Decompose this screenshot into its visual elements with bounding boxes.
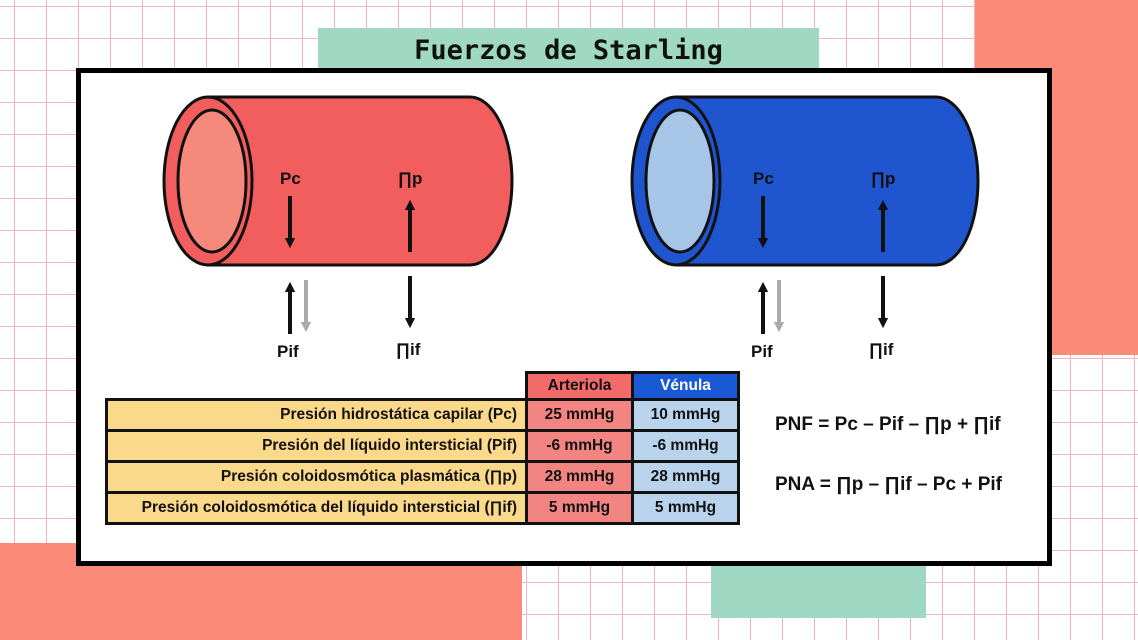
row-param: Presión coloidosmótica plasmática (∏p) (105, 460, 528, 494)
table-row: Presión coloidosmótica del líquido inter… (105, 491, 740, 525)
table-row: Presión del líquido intersticial (Pif) -… (105, 429, 740, 463)
venule-arrows (757, 196, 889, 334)
arteriole-body (206, 95, 514, 267)
title-bar (318, 28, 819, 70)
mint-block-bottom (711, 560, 926, 618)
row-param: Presión hidrostática capilar (Pc) (105, 398, 528, 432)
arteriole-pif-label: Pif (277, 342, 299, 361)
arteriole-pc-label: Pc (280, 169, 301, 188)
arteriole-arrows (284, 196, 416, 334)
row-param: Presión coloidosmótica del líquido inter… (105, 491, 528, 525)
arteriole-pip-label: ∏p (398, 169, 423, 188)
venule-body (674, 95, 980, 267)
row-arteriola-value: 25 mmHg (525, 398, 634, 432)
row-venula-value: -6 mmHg (631, 429, 740, 463)
row-arteriola-value: 5 mmHg (525, 491, 634, 525)
pnf-formula: PNF = Pc – Pif – ∏p + ∏if (775, 414, 1001, 435)
page-title: Fuerzos de Starling (414, 34, 723, 66)
table-row: Presión coloidosmótica plasmática (∏p) 2… (105, 460, 740, 494)
header-arteriola: Arteriola (525, 371, 634, 401)
venule-cylinder (630, 95, 980, 267)
venule-pip-label: ∏p (871, 169, 896, 188)
row-arteriola-value: 28 mmHg (525, 460, 634, 494)
table-header-blank (107, 373, 527, 400)
pressure-table: Arteriola Vénula Presión hidrostática ca… (105, 371, 740, 525)
arteriole-piif-label: ∏if (396, 340, 421, 359)
row-venula-value: 28 mmHg (631, 460, 740, 494)
pna-formula: PNA = ∏p – ∏if – Pc + Pif (775, 474, 1002, 495)
arteriole-cylinder (162, 95, 514, 267)
arteriole-lumen (176, 108, 248, 254)
venule-pc-label: Pc (753, 169, 774, 188)
table-header-row: Arteriola Vénula (107, 371, 740, 401)
venule-lumen (644, 108, 716, 254)
row-venula-value: 5 mmHg (631, 491, 740, 525)
header-venula: Vénula (631, 371, 740, 401)
venule-pif-label: Pif (751, 342, 773, 361)
table-row: Presión hidrostática capilar (Pc) 25 mmH… (105, 398, 740, 432)
row-param: Presión del líquido intersticial (Pif) (105, 429, 528, 463)
row-venula-value: 10 mmHg (631, 398, 740, 432)
venule-piif-label: ∏if (869, 340, 894, 359)
row-arteriola-value: -6 mmHg (525, 429, 634, 463)
